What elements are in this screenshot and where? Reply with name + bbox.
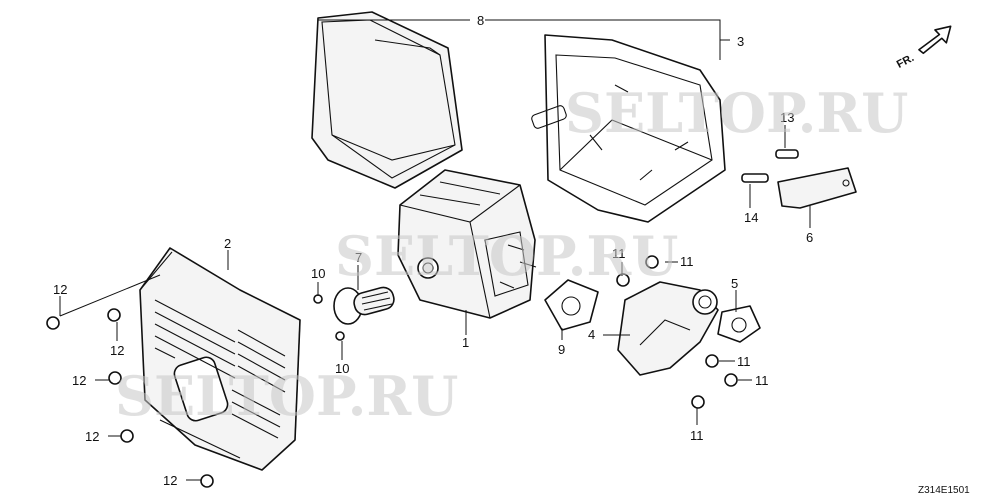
callout-12: 12 [85,429,99,444]
callout-5: 5 [731,276,738,291]
callout-labels: 8 3 13 14 6 2 10 7 11 11 5 12 12 1 9 4 1… [53,13,813,488]
callout-12: 12 [72,373,86,388]
grille-slats [154,299,286,459]
callout-12: 12 [163,473,177,488]
callout-2: 2 [224,236,231,251]
watermark-text: SELTOP.RU [335,224,678,288]
watermark-text: SELTOP.RU [565,81,908,145]
front-label: FR. [895,52,916,71]
watermark-text: SELTOP.RU [115,364,458,428]
callout-13: 13 [780,110,794,125]
part-8-heat-protector [311,11,463,189]
callout-11: 11 [755,373,769,388]
front-direction-marker: FR. [895,25,952,71]
callout-3: 3 [737,34,744,49]
callout-7: 7 [355,250,362,265]
part-1-muffler [397,169,537,319]
part-4-exhaust-pipe [617,281,719,376]
callout-4: 4 [588,327,595,342]
callout-12: 12 [53,282,67,297]
leader-lines [59,19,811,481]
watermarks: SELTOP.RU SELTOP.RU SELTOP.RU [115,81,908,428]
diagram-code: Z314E1501 [918,485,970,496]
front-arrow-icon [918,25,952,55]
part-7-spark-arrester [333,286,395,325]
part-3-muffler-cover [531,34,726,223]
callout-11: 11 [690,428,704,443]
callout-10: 10 [311,266,325,281]
part-5-gasket [717,305,761,343]
callout-12: 12 [110,343,124,358]
part-2-protector [139,247,301,471]
callout-8: 8 [477,13,484,28]
part-9-gasket [544,279,599,331]
callout-11: 11 [737,354,751,369]
callout-10: 10 [335,361,349,376]
callout-9: 9 [558,342,565,357]
callout-6: 6 [806,230,813,245]
part-6-bracket [777,167,857,209]
callout-11: 11 [612,246,626,261]
callout-1: 1 [462,335,469,350]
callout-11: 11 [680,254,694,269]
fasteners [46,149,799,488]
callout-14: 14 [744,210,758,225]
